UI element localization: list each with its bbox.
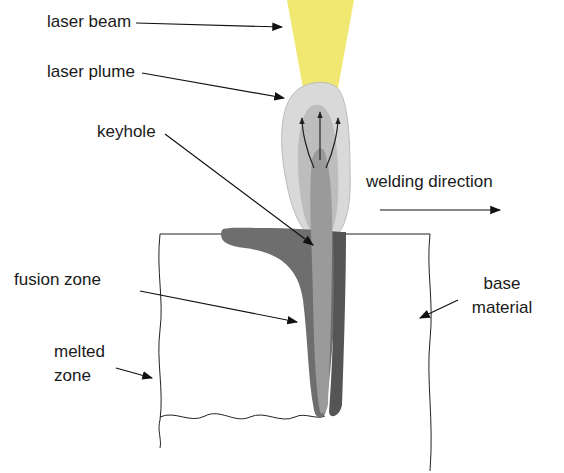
part-label: melted zone (54, 340, 114, 388)
keyhole (310, 148, 332, 413)
leader-lines (116, 23, 500, 378)
part-label: laser beam (47, 10, 131, 34)
part-label: keyhole (97, 120, 156, 144)
part-label: welding direction (366, 170, 493, 194)
part-label: fusion zone (14, 268, 101, 292)
laser-beam (287, 0, 354, 88)
flow-arrows (302, 112, 338, 168)
part-label: laser plume (47, 60, 135, 84)
part-label: base material (462, 272, 542, 320)
